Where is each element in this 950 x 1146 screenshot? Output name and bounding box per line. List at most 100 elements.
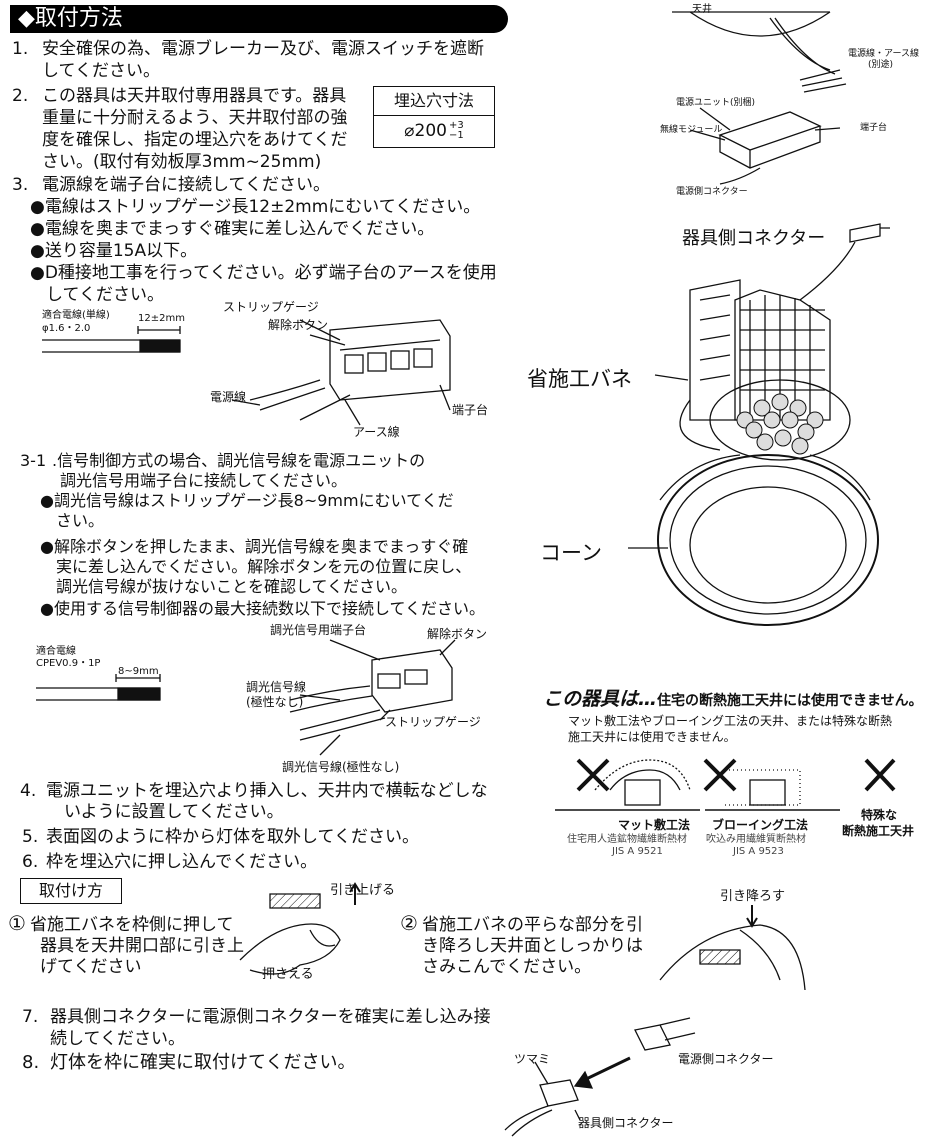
signal-wire-bottom-label: 調光信号線(極性なし) xyxy=(282,760,400,774)
step-2-number: 2. xyxy=(12,86,29,106)
connector-tab-label: ツマミ xyxy=(514,1052,551,1066)
device-connector-label: 器具側コネクター xyxy=(682,228,826,249)
signal-terminal-drawing xyxy=(36,639,456,756)
pull-down-label: 引き降ろす xyxy=(720,889,786,904)
source-connector-label: 電源側コネクター xyxy=(678,1052,774,1066)
step-3-1-text: 調光信号用端子台に接続してください。 xyxy=(60,471,348,490)
step-3-bullet: ●電線を奥までまっすぐ確実に差し込んでください。 xyxy=(30,219,435,239)
warning-icons xyxy=(555,758,896,811)
step-3-bullet: ●D種接地工事を行ってください。必ず端子台のアースを使用 xyxy=(30,263,497,283)
signal-terminal-label: 調光信号用端子台 xyxy=(270,623,367,637)
step-2-text: さい。(取付有効板厚3mm~25mm) xyxy=(42,152,322,172)
install-step-1-text: 省施工バネを枠側に押して xyxy=(30,915,234,935)
install-step-1-text: げてください xyxy=(40,957,142,977)
step-2-text: 度を確保し、指定の埋込穴をあけてくだ xyxy=(42,130,348,150)
install-step-1-drawing xyxy=(239,882,361,975)
step-3-1-bullet: ●使用する信号制御器の最大接続数以下で接続してください。 xyxy=(40,599,486,618)
blowing-method-sub: JIS A 9523 xyxy=(733,846,784,857)
hole-size-value: ⌀200+3−1 xyxy=(404,120,464,142)
blowing-method-title: ブローイング工法 xyxy=(712,818,809,832)
signal-release-button-label: 解除ボタン xyxy=(427,627,488,641)
signal-wire-label: (極性なし) xyxy=(246,695,304,709)
wire-spec: φ1.6・2.0 xyxy=(42,323,91,334)
ceiling-installation-drawing xyxy=(672,11,847,185)
install-step-2-number: ② xyxy=(400,911,418,935)
step-3-1-text: .信号制御方式の場合、調光信号線を電源ユニットの xyxy=(52,451,426,470)
mat-method-sub: 住宅用人造鉱物繊維断熱材 xyxy=(567,834,687,845)
install-step-2-text: 省施工バネの平らな部分を引 xyxy=(422,915,643,935)
power-line-label: (別途) xyxy=(868,60,894,70)
downlight-fixture-drawing xyxy=(628,223,890,626)
terminal-block-drawing xyxy=(42,319,451,426)
install-step-2-text: さみこんでください。 xyxy=(422,957,592,977)
step-3-1-bullet: ●解除ボタンを押したまま、調光信号線を奥までまっすぐ確 xyxy=(40,537,469,556)
signal-strip-length: 8~9mm xyxy=(118,666,159,677)
special-ceiling-label: 断熱施工天井 xyxy=(842,824,915,838)
install-step-1-number: ① xyxy=(8,911,26,935)
signal-strip-gauge-label: ストリップゲージ xyxy=(385,715,481,729)
mat-method-title: マット敷工法 xyxy=(618,818,691,832)
press-label: 押さえる xyxy=(262,967,314,982)
step-4-text: いように設置してください。 xyxy=(64,802,284,822)
install-step-1-text: 器具を天井開口部に引き上 xyxy=(40,936,244,956)
step-2-text: 重量に十分耐えるよう、天井取付部の強 xyxy=(42,108,348,128)
section-header: ◆取付方法 xyxy=(10,5,508,33)
step-4-number: 4. xyxy=(20,781,37,801)
step-5-number: 5. xyxy=(22,827,39,847)
connector-drawing xyxy=(504,1017,696,1137)
pull-up-label: 引き上げる xyxy=(330,883,396,898)
device-connector-label: 器具側コネクター xyxy=(578,1116,674,1130)
step-3-bullet: ●送り容量15A以下。 xyxy=(30,241,198,261)
step-2-text: この器具は天井取付専用器具です。器具 xyxy=(42,86,347,106)
step-6-number: 6. xyxy=(22,852,39,872)
earth-wire-label: アース線 xyxy=(353,425,400,439)
wire-spec: 適合電線(単線) xyxy=(42,310,110,321)
step-3-bullet: ●電線はストリップゲージ長12±2mmにむいてください。 xyxy=(30,197,481,217)
step-3-1-bullet: ●調光信号線はストリップゲージ長8~9mmにむいてくだ xyxy=(40,491,454,510)
step-5-text: 表面図のように枠から灯体を取外してください。 xyxy=(46,827,419,847)
step-1-text: 安全確保の為、電源ブレーカー及び、電源スイッチを遮断 xyxy=(42,39,484,59)
spring-label: 省施工バネ xyxy=(527,367,632,391)
step-8-text: 灯体を枠に確実に取付けてください。 xyxy=(50,1052,356,1073)
step-8-number: 8. xyxy=(22,1052,40,1073)
install-step-2-text: き降ろし天井面としっかりは xyxy=(422,936,643,956)
hole-size-box: 埋込穴寸法 ⌀200+3−1 xyxy=(373,86,495,148)
step-3-bullet: してください。 xyxy=(46,285,164,305)
signal-wire-spec: 適合電線 xyxy=(36,646,76,657)
cone-label: コーン xyxy=(540,541,602,565)
source-connector-label: 電源側コネクター xyxy=(676,187,748,197)
step-3-1-bullet: さい。 xyxy=(56,511,105,530)
step-7-number: 7. xyxy=(22,1007,39,1027)
release-button-label: 解除ボタン xyxy=(268,318,329,332)
step-7-text: 器具側コネクターに電源側コネクターを確実に差し込み接 xyxy=(50,1007,491,1027)
install-heading: 取付け方 xyxy=(20,878,122,904)
mat-method-sub: JIS A 9521 xyxy=(612,846,663,857)
strip-gauge-label: ストリップゲージ xyxy=(223,300,319,314)
blowing-method-sub: 吹込み用繊維質断熱材 xyxy=(706,834,806,845)
step-3-1-number: 3-1 xyxy=(20,451,47,470)
step-6-text: 枠を埋込穴に押し込んでください。 xyxy=(46,852,318,872)
step-1-text: してください。 xyxy=(42,61,160,81)
warning-text: 施工天井には使用できません。 xyxy=(568,730,736,744)
step-4-text: 電源ユニットを埋込穴より挿入し、天井内で横転などしな xyxy=(46,781,488,801)
signal-wire-label: 調光信号線 xyxy=(246,680,307,694)
special-ceiling-label: 特殊な xyxy=(861,808,898,822)
step-3-number: 3. xyxy=(12,175,29,195)
step-3-1-bullet: 調光信号線が抜けないことを確認してください。 xyxy=(56,577,408,596)
hole-size-label: 埋込穴寸法 xyxy=(374,87,494,116)
top-terminal-label: 端子台 xyxy=(860,123,888,133)
power-line-label: 電源線・アース線 xyxy=(848,49,920,59)
terminal-label: 端子台 xyxy=(452,403,489,417)
install-step-2-drawing xyxy=(659,905,806,991)
step-3-text: 電源線を端子台に接続してください。 xyxy=(42,175,330,195)
step-3-1-bullet: 実に差し込んでください。解除ボタンを元の位置に戻し、 xyxy=(56,557,472,576)
step-7-text: 続してください。 xyxy=(50,1029,185,1049)
step-1-number: 1. xyxy=(12,39,29,59)
strip-length: 12±2mm xyxy=(138,313,185,324)
warning-title: この器具は…住宅の断熱施工天井には使用できません。 xyxy=(543,688,923,710)
ceiling-label: 天井 xyxy=(692,4,712,15)
warning-text: マット敷工法やブローイング工法の天井、または特殊な断熱 xyxy=(568,714,893,728)
power-unit-label: 電源ユニット(別梱) xyxy=(676,98,756,108)
signal-wire-spec: CPEV0.9・1P xyxy=(36,658,101,669)
